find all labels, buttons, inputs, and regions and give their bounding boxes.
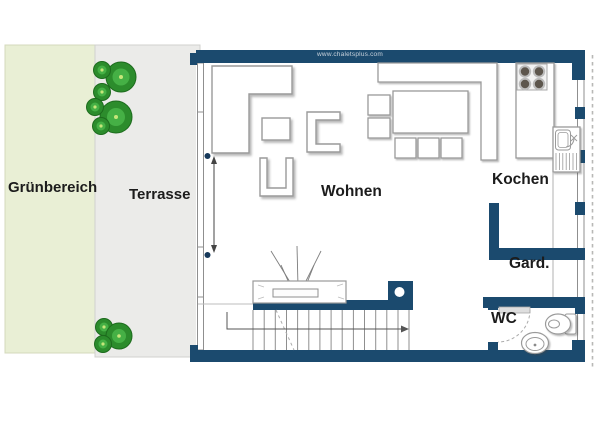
dining-chair-icon [417, 137, 440, 159]
corner-sofa-icon [211, 65, 293, 154]
green-area-label: Grünbereich [8, 179, 98, 196]
room-label-wc: WC [491, 310, 517, 327]
washbasin-icon [520, 331, 550, 355]
window-mullion [575, 107, 585, 119]
toilet-icon [544, 313, 577, 335]
dining-chair-icon [394, 137, 417, 159]
bush-icon [92, 117, 110, 135]
bush-icon [86, 98, 104, 116]
armchair-icon [306, 111, 341, 153]
bush-icon [94, 335, 112, 353]
fireplace-icon [252, 245, 347, 304]
wall-wc-left-top-stub [488, 297, 498, 310]
room-label-wardrobe: Gard. [509, 255, 550, 272]
bush-icon [105, 61, 137, 93]
wall-top [196, 50, 585, 63]
stair-cut-line [275, 309, 295, 351]
bush-cluster-bottom-icon [94, 318, 133, 353]
wall-bottom [196, 350, 585, 362]
wall-wc-right-top [575, 298, 585, 314]
stairs-icon [226, 309, 410, 351]
coffee-table-icon [261, 117, 291, 141]
green-area [4, 44, 96, 354]
wall-top-left-block [190, 53, 197, 65]
armchair-icon [259, 157, 294, 197]
stair-walk-line [226, 312, 409, 333]
wall-wc-left-bottom-stub [488, 342, 498, 362]
room-label-living: Wohnen [321, 183, 382, 200]
bush-icon [93, 83, 111, 101]
bush-icon [93, 61, 111, 79]
wall-top-right-block [572, 63, 585, 80]
website-banner: www.chaletsplus.com [317, 51, 383, 58]
door-swing-icon [497, 306, 531, 343]
terrace-area [94, 44, 201, 358]
wall-kitchen-divider-vertical [489, 203, 499, 260]
wall-kitchen-wardrobe [489, 248, 585, 260]
dining-table-icon [392, 90, 469, 134]
dining-chair-icon [367, 117, 391, 139]
wall-wc-right-corner [572, 340, 585, 362]
window-mullion [575, 202, 585, 215]
room-label-kitchen: Kochen [492, 171, 549, 188]
sliding-door-arrow-icon [204, 153, 217, 258]
sink-icon [552, 126, 581, 173]
bush-cluster-top-icon [86, 61, 137, 135]
window-wall-left [197, 62, 204, 351]
chimney-pipe-icon [394, 287, 405, 297]
dining-chair-icon [367, 94, 391, 116]
wall-stair [253, 300, 390, 310]
wall-bottom-left-block [190, 345, 198, 362]
wall-wardrobe-wc [483, 297, 585, 308]
dining-chair-icon [440, 137, 463, 159]
stove-icon [516, 63, 548, 91]
kitchen-counter-icon [377, 62, 498, 161]
terrace-label: Terrasse [129, 186, 191, 203]
